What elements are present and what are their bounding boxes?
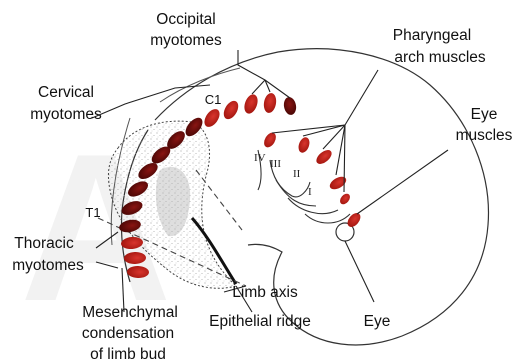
label-pharyngeal-2: arch muscles [394,49,486,66]
label-eye-muscles-1: Eye [471,106,498,123]
label-thoracic-2: myotomes [12,257,84,274]
label-limb-axis: Limb axis [232,284,298,301]
arch-numeral-iv: IV [254,152,266,164]
arch-numeral-i: I [308,186,312,198]
label-t1: T1 [85,205,100,220]
label-cervical-2: myotomes [30,106,102,123]
label-thoracic-1: Thoracic [14,235,74,252]
myotome [221,98,241,121]
label-mesenchymal-2: condensation [82,325,174,342]
dorsal-contour [160,68,240,102]
label-pharyngeal-1: Pharyngeal [393,27,471,44]
label-epithelial-ridge: Epithelial ridge [209,313,311,330]
myotome [262,92,277,114]
arch-numeral-iii: III [270,158,281,170]
label-eye: Eye [364,313,391,330]
limb-axis-line-upper [196,170,242,230]
label-cervical-1: Cervical [38,84,94,101]
label-occipital-2: myotomes [150,32,222,49]
myotome [283,96,298,116]
myotome [242,93,260,116]
label-eye-muscles-2: muscles [456,127,513,144]
myotome [201,106,222,129]
arch-numerals: IV III II I [254,152,312,198]
label-c1: C1 [205,92,222,107]
label-mesenchymal-3: of limb bud [90,346,166,363]
label-occipital-1: Occipital [156,11,215,28]
label-mesenchymal-1: Mesenchymal [82,304,178,321]
arch-numeral-ii: II [293,168,301,180]
